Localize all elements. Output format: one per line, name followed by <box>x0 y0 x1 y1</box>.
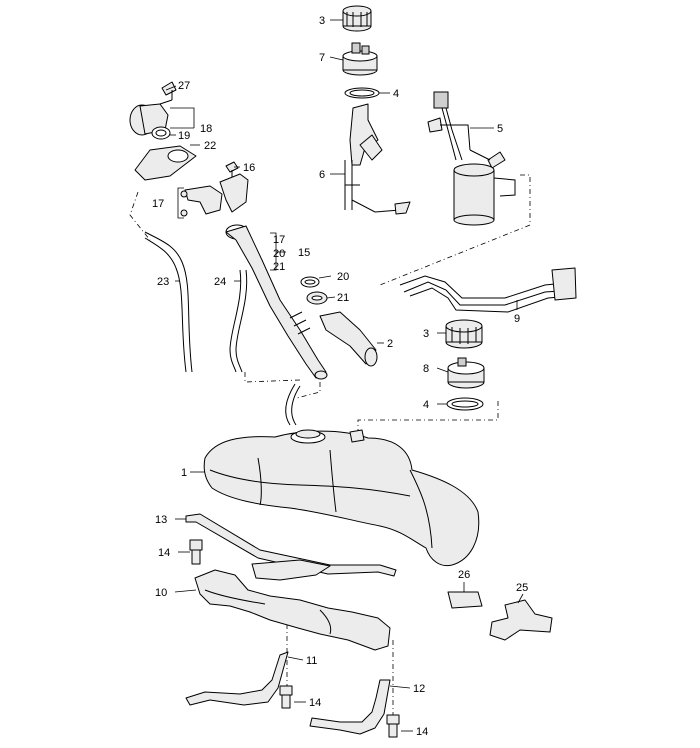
part-5-fuel-pump-assembly <box>427 91 516 226</box>
part-26-clip <box>447 591 483 609</box>
callout-1: 1 <box>181 467 187 479</box>
callout-4-lower: 4 <box>423 399 429 411</box>
part-21-grommet <box>306 291 328 305</box>
callout-8: 8 <box>423 363 429 375</box>
part-4-seal-lower <box>446 397 484 411</box>
callout-17-left: 17 <box>152 198 164 210</box>
callout-10: 10 <box>155 587 167 599</box>
callout-21-neck: 21 <box>273 261 285 273</box>
part-27-screw <box>161 81 177 100</box>
part-6-level-sender <box>344 103 411 215</box>
part-7-pump-flange <box>342 42 378 76</box>
part-14-bolt-lower <box>386 714 400 738</box>
part-15-filler-neck <box>225 224 328 380</box>
callout-21: 21 <box>337 292 349 304</box>
part-22-filler-flap <box>134 145 197 181</box>
callout-leaders <box>165 19 524 732</box>
callout-14-middle: 14 <box>309 697 321 709</box>
callout-19: 19 <box>178 130 190 142</box>
callout-5: 5 <box>497 123 503 135</box>
callout-12: 12 <box>413 683 425 695</box>
part-8-pump-flange <box>447 357 485 389</box>
part-4-seal-top <box>344 87 380 99</box>
callout-7: 7 <box>319 52 325 64</box>
part-19-seal-ring <box>151 126 171 140</box>
part-2-hose <box>319 311 378 367</box>
callout-25: 25 <box>516 582 528 594</box>
callout-18: 18 <box>200 123 212 135</box>
callout-26: 26 <box>458 569 470 581</box>
callout-23: 23 <box>157 276 169 288</box>
part-14-bolt-upper <box>189 539 203 565</box>
callout-22: 22 <box>204 140 216 152</box>
callout-20: 20 <box>337 271 349 283</box>
callout-17-neck: 17 <box>273 234 285 246</box>
callout-6: 6 <box>319 169 325 181</box>
callout-16: 16 <box>243 162 255 174</box>
callout-9: 9 <box>514 313 520 325</box>
callout-4-top: 4 <box>393 88 399 100</box>
part-3-locking-ring-top <box>342 5 372 32</box>
part-11-strap <box>185 651 289 706</box>
part-20-seal <box>300 276 320 288</box>
callout-3-top: 3 <box>319 15 325 27</box>
callout-labels: 3 7 4 6 5 27 18 19 22 16 17 17 20 21 15 … <box>152 15 528 738</box>
part-14-bolt-middle <box>279 685 293 709</box>
callout-20-neck: 20 <box>273 248 285 260</box>
part-17-brackets <box>180 173 249 217</box>
callout-3-lower: 3 <box>423 328 429 340</box>
callout-15: 15 <box>298 247 310 259</box>
part-9-fuel-lines <box>399 267 577 313</box>
callout-13: 13 <box>155 514 167 526</box>
part-10-heat-shield <box>194 569 391 651</box>
part-shield-upper <box>251 559 331 581</box>
callout-27: 27 <box>178 80 190 92</box>
part-12-strap <box>309 679 391 735</box>
part-1-fuel-tank <box>203 383 480 567</box>
part-3-locking-ring-lower <box>445 319 483 349</box>
part-24-vent-hose <box>229 269 248 373</box>
part-23-drain-hose <box>144 231 193 373</box>
callout-14-upper: 14 <box>158 547 170 559</box>
callout-2: 2 <box>387 338 393 350</box>
part-25-bracket <box>489 599 553 641</box>
callout-14-lower: 14 <box>416 726 428 738</box>
callout-24: 24 <box>214 276 226 288</box>
callout-11: 11 <box>306 655 317 667</box>
